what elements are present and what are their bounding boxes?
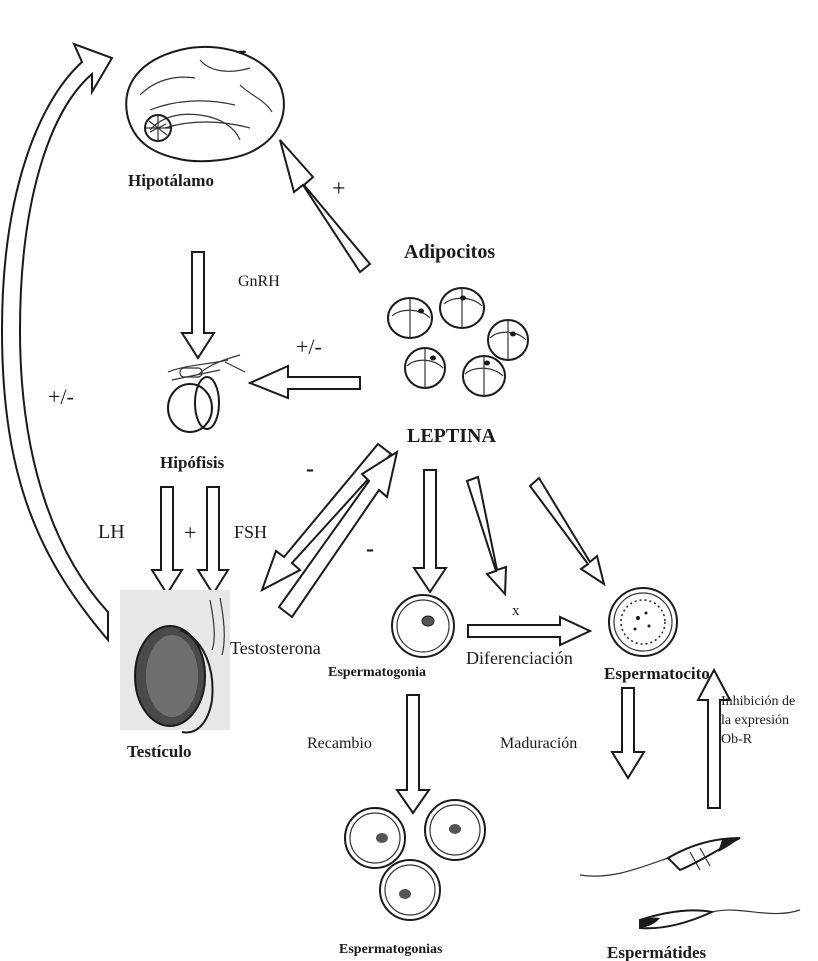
adipocytes-label: Adipocitos — [404, 241, 495, 263]
gnrh-label: GnRH — [238, 273, 280, 290]
feedback-loop-sign: +/- — [48, 384, 74, 409]
arrow-leptin-to-differentiation — [467, 477, 506, 594]
spermatids-label: Espermátides — [607, 943, 707, 961]
receptor-inhibition-label-line1: Inhibición de — [721, 694, 795, 709]
testicle-minus-sign-2: - — [366, 536, 374, 562]
differentiation-label: Diferenciación — [466, 648, 573, 668]
receptor-inhibition-label-line2: la expresión — [721, 713, 789, 728]
lh-label: LH — [98, 521, 125, 543]
testicle-label: Testículo — [127, 742, 192, 761]
arrow-leptin-to-spermatocyte — [530, 478, 604, 584]
arrow-lh — [152, 487, 182, 594]
spermatogonia-cell — [392, 595, 454, 657]
spermatogonia-label: Espermatogonia — [328, 665, 426, 680]
pituitary-illustration — [168, 355, 245, 432]
spermatogonia-pool-label: Espermatogonias — [339, 942, 443, 957]
lh-fsh-sign: + — [184, 520, 196, 545]
spermatocyte-cell — [609, 588, 677, 656]
arrow-testicle-to-leptin — [279, 452, 397, 617]
arrow-maturation — [612, 688, 644, 778]
fsh-label: FSH — [234, 522, 267, 542]
pituitary-label: Hipófisis — [160, 453, 225, 472]
arrow-leptin-to-spermatogonia — [414, 470, 446, 592]
hypothalamus-label: Hipotálamo — [128, 171, 214, 190]
arrow-differentiation — [468, 617, 590, 645]
spermatids-illustration — [580, 838, 800, 928]
arrow-hypothalamus-to-pituitary — [182, 252, 214, 358]
testicle-illustration — [120, 590, 230, 733]
renewal-label: Recambio — [307, 735, 372, 752]
testosterone-label: Testosterona — [230, 638, 321, 658]
hypothalamus-brain-illustration — [126, 47, 284, 161]
adipocyte-cluster-illustration — [388, 288, 528, 396]
arrow-fsh — [198, 487, 228, 594]
maturation-label: Maduración — [500, 735, 577, 752]
spermatocyte-label: Espermatocito — [604, 664, 710, 683]
testicle-minus-sign-1: - — [306, 456, 314, 482]
arrow-renewal — [397, 695, 429, 813]
arrow-leptin-to-hypothalamus — [280, 140, 370, 272]
leptin-to-hypothalamus-sign: + — [332, 176, 346, 202]
block-sign: x — [512, 603, 520, 619]
spermatogonia-pool-cells — [345, 800, 485, 920]
receptor-inhibition-label-line3: Ob-R — [721, 732, 753, 747]
arrow-leptin-to-pituitary — [250, 366, 360, 398]
hypothalamus-minus-sign: - — [238, 35, 247, 64]
leptin-label: LEPTINA — [407, 425, 496, 447]
leptin-to-pituitary-sign: +/- — [296, 334, 322, 359]
feedback-loop-arrow — [2, 44, 112, 640]
